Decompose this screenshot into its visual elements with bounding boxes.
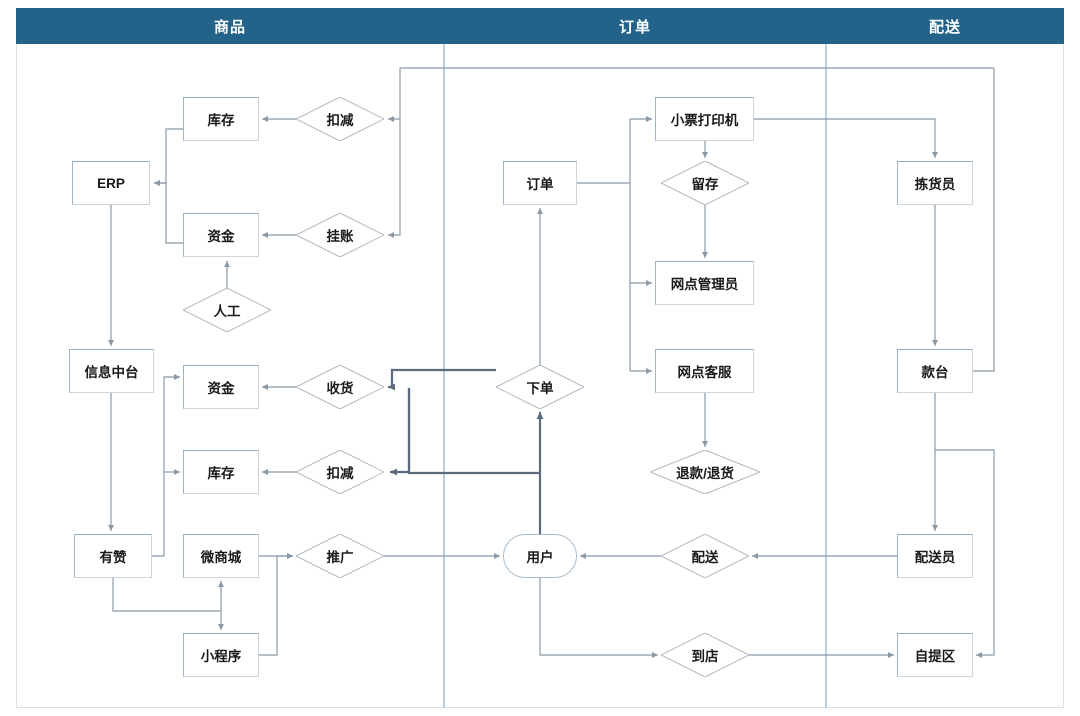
node-jianhuo[interactable]: 拣货员 xyxy=(897,161,973,205)
node-koujian_mid[interactable]: 扣减 xyxy=(296,450,384,494)
lane-divider-goods-order xyxy=(443,44,445,708)
node-liucun[interactable]: 留存 xyxy=(661,161,749,205)
node-yonghu[interactable]: 用户 xyxy=(503,534,577,578)
node-guazhang[interactable]: 挂账 xyxy=(296,213,384,257)
node-label-zijin_mid: 资金 xyxy=(207,381,235,396)
node-daodian[interactable]: 到店 xyxy=(661,633,749,677)
diamond-shape-tuikuan xyxy=(650,450,760,494)
node-rengong[interactable]: 人工 xyxy=(183,288,271,332)
node-kucun_mid[interactable]: 库存 xyxy=(183,450,259,494)
node-label-peisongyuan: 配送员 xyxy=(914,550,956,565)
node-label-daodian: 到店 xyxy=(691,649,719,664)
node-label-erp: ERP xyxy=(97,175,125,191)
node-label-weishang: 微商城 xyxy=(200,550,242,565)
node-label-kucun_mid: 库存 xyxy=(207,466,235,481)
node-tuikuan[interactable]: 退款/退货 xyxy=(650,450,760,494)
node-label-youzan: 有赞 xyxy=(99,550,127,565)
node-label-tuikuan: 退款/退货 xyxy=(676,466,734,481)
diamond-shape-shouhuo xyxy=(296,365,384,409)
node-xiadan[interactable]: 下单 xyxy=(496,365,584,409)
node-zijin_mid[interactable]: 资金 xyxy=(183,365,259,409)
diamond-shape-peisong xyxy=(661,534,749,578)
node-peisong[interactable]: 配送 xyxy=(661,534,749,578)
node-wangdian_cs[interactable]: 网点客服 xyxy=(655,349,754,393)
node-zitiqu[interactable]: 自提区 xyxy=(897,633,973,677)
node-label-rengong: 人工 xyxy=(213,304,241,319)
node-label-piaoji: 小票打印机 xyxy=(670,113,739,128)
diamond-shape-koujian_mid xyxy=(296,450,384,494)
swimlane-header: 商品 订单 配送 xyxy=(16,8,1064,44)
node-zijin_top[interactable]: 资金 xyxy=(183,213,259,257)
node-label-zijin_top: 资金 xyxy=(207,229,235,244)
node-label-koujian_mid: 扣减 xyxy=(326,466,354,481)
node-label-xiadan: 下单 xyxy=(526,381,554,396)
lane-title-goods: 商品 xyxy=(213,18,246,36)
diamond-shape-daodian xyxy=(661,633,749,677)
node-label-jianhuo: 拣货员 xyxy=(914,177,956,192)
node-dingdan[interactable]: 订单 xyxy=(503,161,577,205)
lane-divider-order-delivery xyxy=(825,44,827,708)
node-label-wangdian_mgr: 网点管理员 xyxy=(670,277,739,292)
node-peisongyuan[interactable]: 配送员 xyxy=(897,534,973,578)
diamond-shape-tuiguang xyxy=(296,534,384,578)
node-label-xiaochengxu: 小程序 xyxy=(200,649,242,664)
node-weishang[interactable]: 微商城 xyxy=(183,534,259,578)
node-label-wangdian_cs: 网点客服 xyxy=(677,365,732,380)
node-koujian_top[interactable]: 扣减 xyxy=(296,97,384,141)
node-piaoji[interactable]: 小票打印机 xyxy=(655,97,754,141)
node-label-tuiguang: 推广 xyxy=(326,550,354,565)
lane-title-delivery: 配送 xyxy=(928,18,961,36)
node-label-yonghu: 用户 xyxy=(526,550,554,565)
node-shouhuo[interactable]: 收货 xyxy=(296,365,384,409)
node-label-peisong: 配送 xyxy=(691,550,719,565)
node-label-shouhuo: 收货 xyxy=(326,381,354,396)
node-label-dingdan: 订单 xyxy=(526,177,554,192)
diamond-shape-koujian_top xyxy=(296,97,384,141)
node-label-guazhang: 挂账 xyxy=(326,229,354,244)
node-label-liucun: 留存 xyxy=(691,177,719,192)
node-label-zitiqu: 自提区 xyxy=(914,649,956,664)
node-xinxi[interactable]: 信息中台 xyxy=(69,349,154,393)
node-wangdian_mgr[interactable]: 网点管理员 xyxy=(655,261,754,305)
lane-title-order: 订单 xyxy=(618,18,651,36)
node-label-kuantai: 款台 xyxy=(921,365,949,380)
node-xiaochengxu[interactable]: 小程序 xyxy=(183,633,259,677)
node-youzan[interactable]: 有赞 xyxy=(74,534,152,578)
node-kuantai[interactable]: 款台 xyxy=(897,349,973,393)
node-erp[interactable]: ERP xyxy=(72,161,150,205)
node-label-xinxi: 信息中台 xyxy=(84,365,139,380)
node-label-kucun_top: 库存 xyxy=(207,113,235,128)
diamond-shape-guazhang xyxy=(296,213,384,257)
node-kucun_top[interactable]: 库存 xyxy=(183,97,259,141)
node-tuiguang[interactable]: 推广 xyxy=(296,534,384,578)
node-label-koujian_top: 扣减 xyxy=(326,113,354,128)
diamond-shape-liucun xyxy=(661,161,749,205)
diamond-shape-rengong xyxy=(183,288,271,332)
